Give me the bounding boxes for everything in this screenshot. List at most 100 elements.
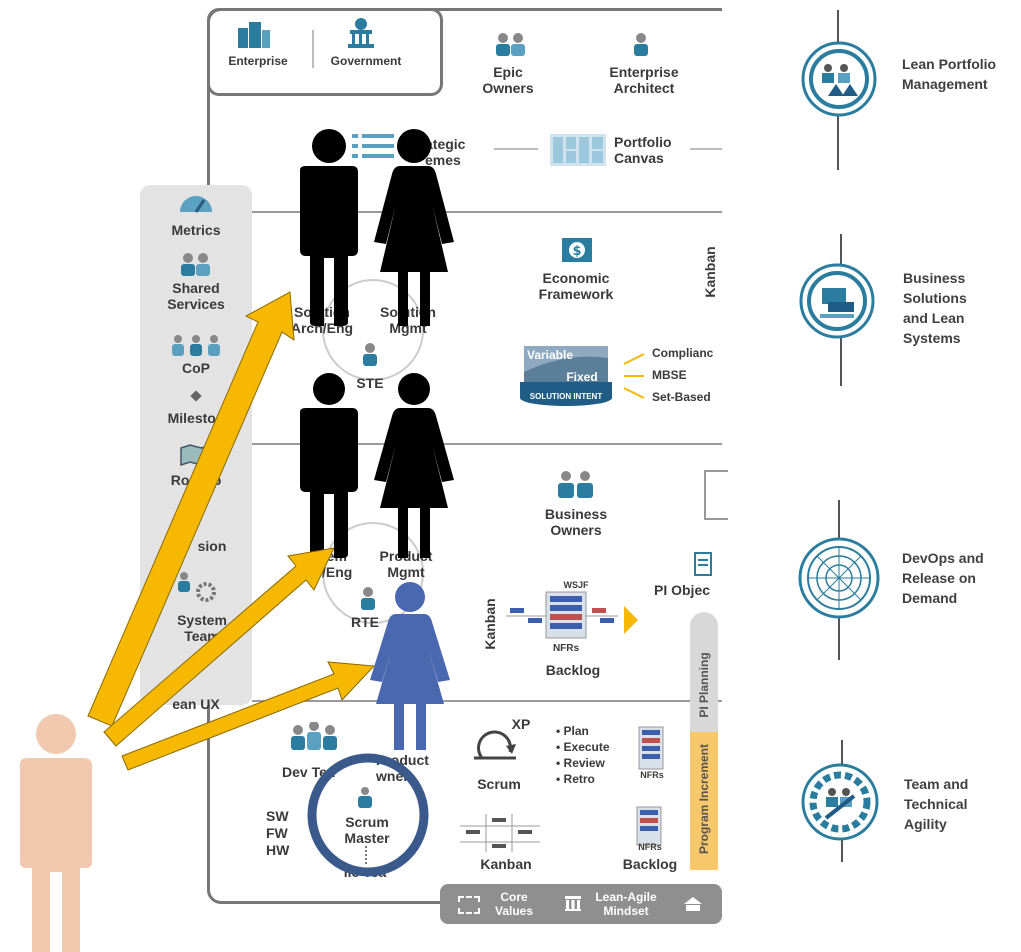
art-circle xyxy=(322,522,424,624)
theme-arrow xyxy=(494,148,538,150)
art-nfrs-label: NFRs xyxy=(552,643,580,654)
fw-label: FW xyxy=(266,825,288,841)
cop-icon xyxy=(172,335,220,356)
canvas-connector xyxy=(690,148,722,150)
intent-arrows xyxy=(623,353,645,399)
agility-icon xyxy=(801,763,879,841)
solution-intent-label: SOLUTION INTENT xyxy=(529,392,603,401)
enterprise-label: Enterprise xyxy=(228,54,288,68)
program-backlog-icon xyxy=(506,591,618,639)
execute-label: • Execute xyxy=(556,740,610,754)
government-label: Government xyxy=(330,54,402,68)
solution-circle xyxy=(322,279,424,381)
team-nfrs-top-label: NFRs xyxy=(640,770,664,780)
agile-team-dots xyxy=(365,846,367,864)
enterprise-architect-icon xyxy=(634,33,648,56)
milestones-icon xyxy=(190,390,202,402)
ste-icon xyxy=(363,343,377,366)
mbse-label: MBSE xyxy=(652,368,687,382)
woman-silhouette-blue xyxy=(370,582,450,750)
dev-team-icon xyxy=(291,722,337,750)
plan-label: • Plan xyxy=(556,724,589,738)
compliance-label: Complianc xyxy=(652,346,714,360)
sw-label: SW xyxy=(266,808,289,824)
enterprise-architect-label: Enterprise Architect xyxy=(609,64,679,96)
shared-services-icon xyxy=(181,253,210,276)
team-agility-label: Team and Technical Agility xyxy=(904,776,969,832)
lean-agile-mindset-label: Lean-Agile Mindset xyxy=(595,890,657,918)
fixed-label: Fixed xyxy=(566,370,598,384)
arrow-to-solution-arch xyxy=(87,291,295,727)
milestones-label: Mileston xyxy=(167,410,225,426)
right-mask xyxy=(722,0,782,952)
business-owners-label: Business Owners xyxy=(544,506,608,538)
solution-intent-icon xyxy=(520,346,612,406)
arrow-to-product-owner xyxy=(121,661,376,771)
xp-label: XP xyxy=(511,716,531,732)
mindset-icon xyxy=(565,896,581,911)
variable-label: Variable xyxy=(526,348,574,362)
pi-objectives-label: PI Objec xyxy=(654,582,711,598)
team-kanban-icon xyxy=(460,814,540,852)
solution-context-box xyxy=(704,470,728,520)
scrum-label: Scrum xyxy=(477,776,521,792)
core-values-icon xyxy=(458,896,480,914)
set-based-label: Set-Based xyxy=(652,390,711,404)
team-kanban-label: Kanban xyxy=(480,856,532,872)
scrum-cycle-icon xyxy=(474,730,516,760)
lean-portfolio-label: Lean Portfolio Management xyxy=(902,56,997,92)
strategic-themes-icon xyxy=(352,134,394,158)
shared-services-label: Shared Services xyxy=(167,280,225,312)
pi-arrow-icon xyxy=(624,606,638,634)
top-config-box xyxy=(207,8,443,96)
lean-ux-label: ean UX xyxy=(172,696,220,712)
woman-silhouette-1 xyxy=(374,129,454,326)
cop-label: CoP xyxy=(182,360,210,376)
team-nfrs-label: NFRs xyxy=(638,842,662,852)
principles-icon xyxy=(684,897,702,911)
man-silhouette-2 xyxy=(300,373,358,558)
portfolio-canvas-icon xyxy=(550,134,606,166)
solutions-icon xyxy=(799,263,875,339)
scrum-master-icon xyxy=(358,787,372,808)
system-team-icon xyxy=(178,572,216,602)
portfolio-canvas-label: Portfolio Canvas xyxy=(614,134,672,166)
person-skin xyxy=(20,714,92,952)
program-increment-bar xyxy=(690,732,718,870)
rte-label: RTE xyxy=(351,614,379,630)
solution-divider xyxy=(252,443,722,445)
scrum-master-label: Scrum Master xyxy=(344,814,390,846)
economic-framework-icon: $ xyxy=(562,238,592,262)
woman-silhouette-2 xyxy=(374,373,454,558)
vision-label: sion xyxy=(197,538,227,554)
epic-owners-label: Epic Owners xyxy=(482,64,534,96)
strategic-themes-label: ategic emes xyxy=(425,136,466,168)
epic-owners-icon xyxy=(496,33,525,56)
metrics-label: Metrics xyxy=(171,222,221,238)
core-values-label: Core Values xyxy=(494,890,534,918)
pi-objectives-icon xyxy=(694,552,712,576)
team-backlog-label: Backlog xyxy=(622,856,678,872)
portfolio-divider xyxy=(252,211,722,213)
economic-framework-label: Economic Framework xyxy=(538,270,614,302)
svg-text:$: $ xyxy=(572,244,581,259)
scrum-master-highlight xyxy=(307,753,429,877)
rte-icon xyxy=(361,587,375,610)
metrics-icon xyxy=(180,196,212,213)
review-label: • Review xyxy=(556,756,605,770)
footer-bar xyxy=(440,884,722,924)
devops-label: DevOps and Release on Demand xyxy=(902,550,984,606)
man-silhouette-1 xyxy=(300,129,358,326)
art-backlog-label: Backlog xyxy=(545,662,601,678)
wsjf-label: WSJF xyxy=(563,580,589,590)
government-icon xyxy=(348,18,374,48)
team-backlog-icon xyxy=(636,806,662,846)
devops-icon xyxy=(798,537,880,619)
ste-label: STE xyxy=(356,375,384,391)
arrow-to-system-arch xyxy=(103,547,335,747)
retro-label: • Retro xyxy=(556,772,595,786)
pi-planning-bar xyxy=(690,612,718,732)
hw-label: HW xyxy=(266,842,290,858)
top-divider xyxy=(312,30,314,68)
team-divider xyxy=(252,700,722,702)
